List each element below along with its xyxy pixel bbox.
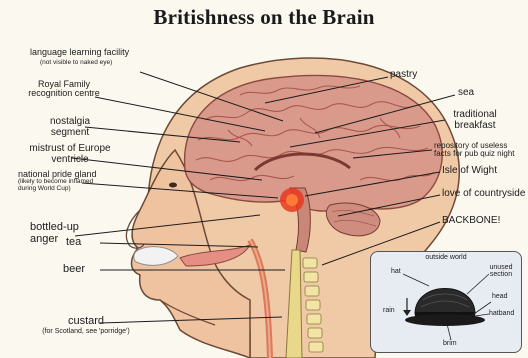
label-pastry: pastry bbox=[390, 70, 417, 81]
inset-brim bbox=[405, 314, 485, 326]
inset-label-head: head bbox=[492, 293, 508, 300]
label-isle-of-wight: Isle of Wight bbox=[442, 166, 497, 177]
label-royal-family: Royal Family recognition centre bbox=[22, 80, 106, 99]
inset-label-unused-section: unused section bbox=[483, 264, 519, 279]
label-mistrust-of-europe: mistrust of Europe ventricle bbox=[22, 144, 118, 165]
inset-label-hat: hat bbox=[391, 268, 401, 275]
label-sea: sea bbox=[458, 88, 474, 99]
label-nostalgia: nostalgia segment bbox=[40, 117, 100, 138]
label-love-of-countryside: love of countryside bbox=[442, 189, 525, 200]
hat-inset-panel: outside world hat unused section head ra… bbox=[370, 251, 522, 353]
inset-label-brim: brim bbox=[443, 340, 457, 347]
label-repository-of-facts: repository of useless facts for pub quiz… bbox=[434, 142, 515, 159]
inset-label-outside-world: outside world bbox=[371, 254, 521, 261]
diagram-title: Britishness on the Brain bbox=[0, 5, 528, 30]
inset-label-rain: rain bbox=[383, 307, 395, 314]
inset-label-hatband: hatband bbox=[489, 310, 514, 317]
label-custard: custard (for Scotland, see 'porridge') bbox=[22, 316, 150, 335]
label-beer: beer bbox=[63, 264, 85, 276]
label-language-learning: language learning facility (not visible … bbox=[30, 43, 129, 67]
label-tea: tea bbox=[66, 237, 81, 249]
label-national-pride-gland: national pride gland (likely to become i… bbox=[18, 170, 97, 193]
eye bbox=[169, 183, 177, 188]
label-traditional-breakfast: traditional breakfast bbox=[445, 110, 505, 131]
label-backbone: BACKBONE! bbox=[442, 216, 500, 227]
